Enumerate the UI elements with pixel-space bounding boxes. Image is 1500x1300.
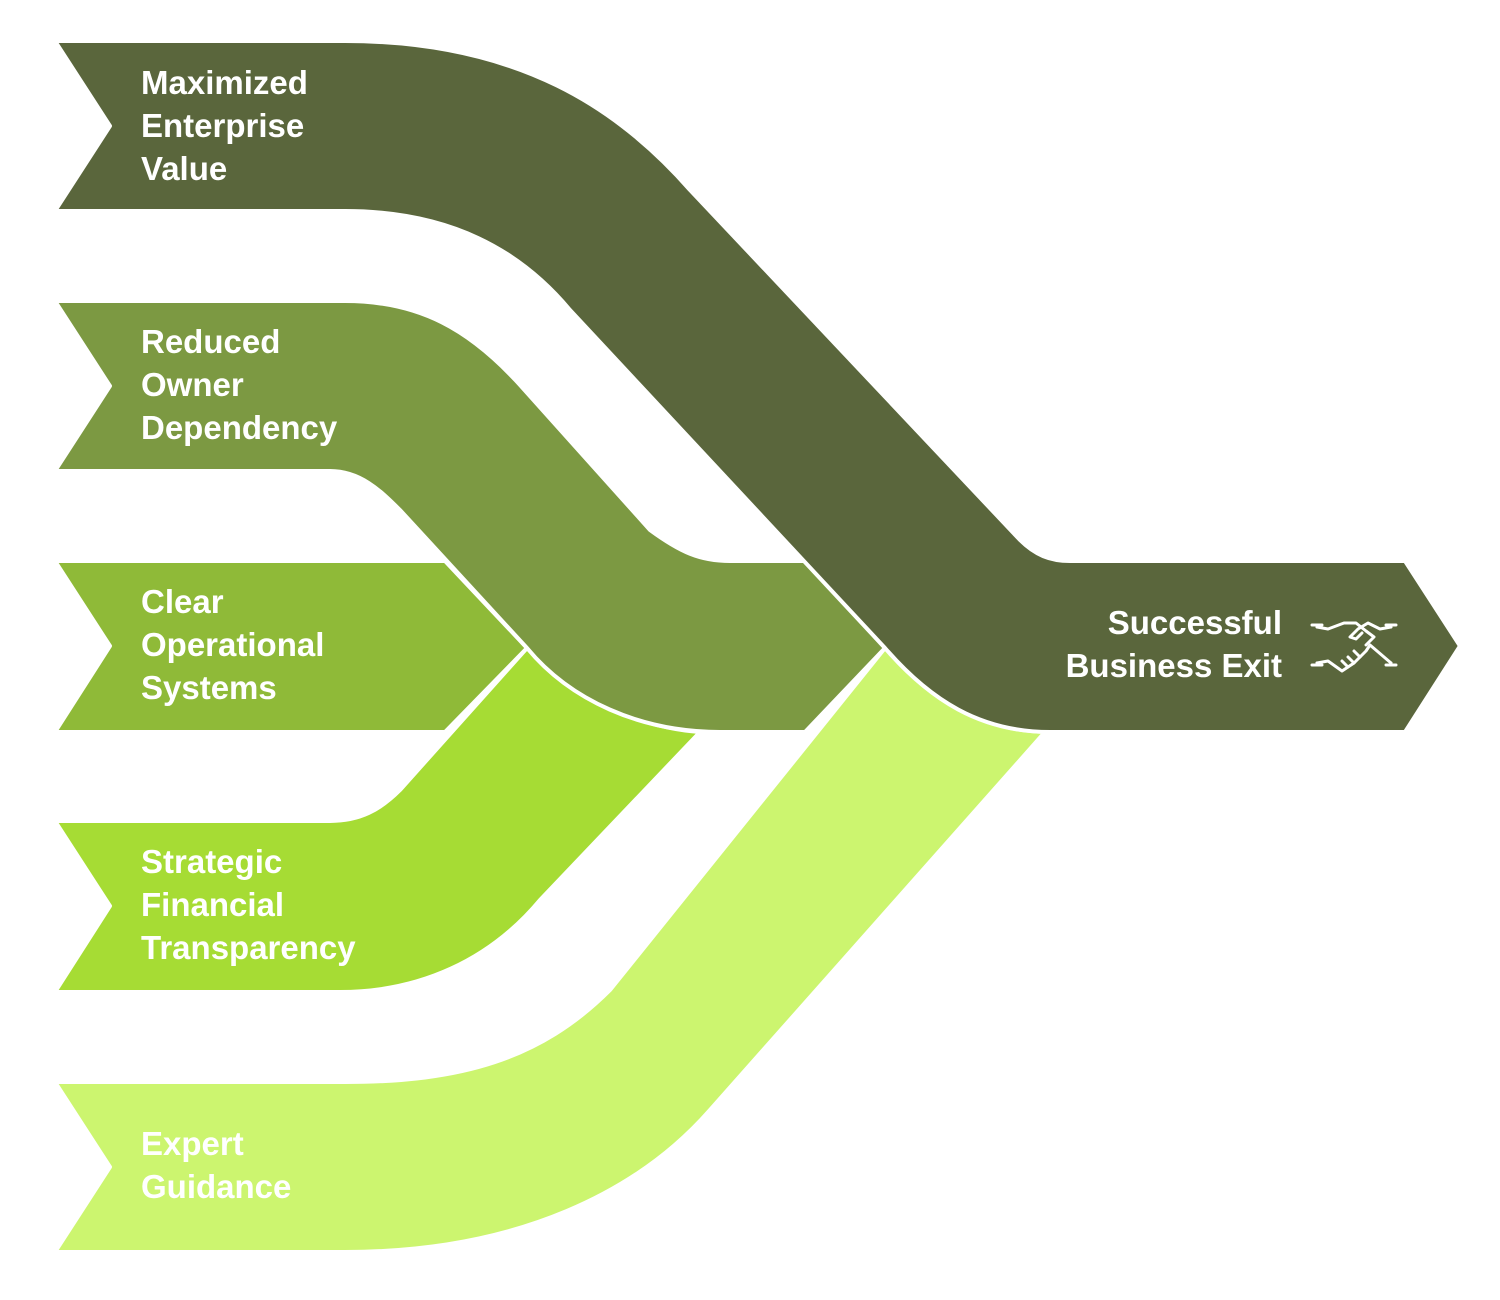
label-strategic-financial-transparency: Strategic Financial Transparency [141,843,356,966]
band-maximized-enterprise-value [53,39,1462,734]
handshake-icon [1310,621,1398,673]
label-successful-business-exit: Successful Business Exit [1065,604,1282,684]
label-reduced-owner-dependency: Reduced Owner Dependency [141,323,338,446]
band-reduced-owner-dependency [53,299,887,734]
label-expert-guidance: Expert Guidance [141,1125,292,1205]
label-clear-operational-systems: Clear Operational Systems [141,583,325,706]
label-maximized-enterprise-value: Maximized Enterprise Value [141,64,308,187]
